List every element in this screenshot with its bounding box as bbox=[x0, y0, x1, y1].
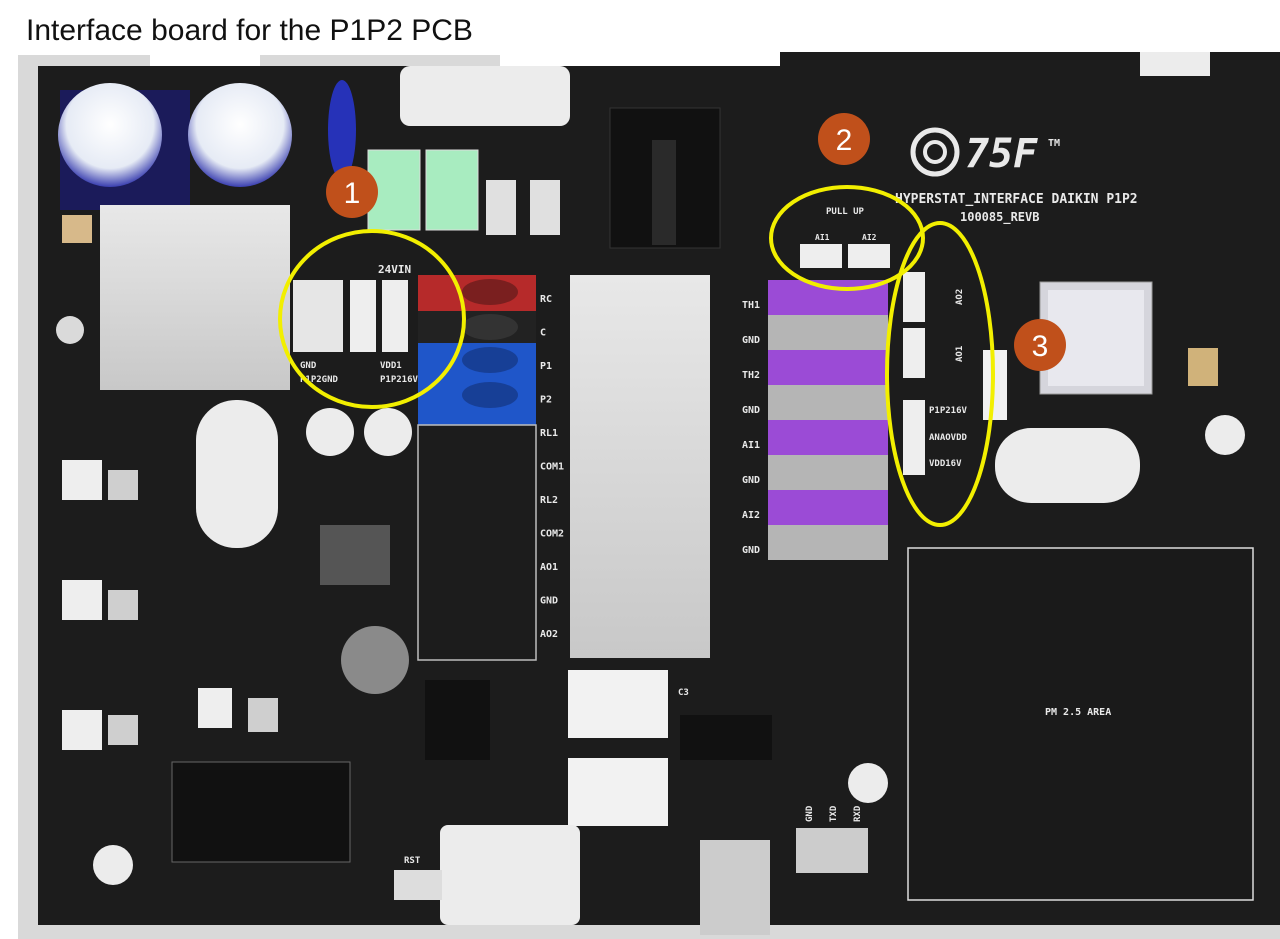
label-pullup-ai2: AI2 bbox=[862, 233, 877, 242]
highlight-pull-up bbox=[769, 185, 925, 291]
right-terminal-block bbox=[768, 280, 888, 560]
label-pullup-ai1: AI1 bbox=[815, 233, 830, 242]
right-terminal-label-7: GND bbox=[742, 545, 760, 556]
left-terminal-label-4: RL1 bbox=[540, 428, 558, 439]
svg-text:1: 1 bbox=[344, 177, 361, 210]
right-terminal-label-5: GND bbox=[742, 475, 760, 486]
mid-header-label-1: AO1 bbox=[955, 346, 965, 362]
mid-header-label-3: ANAOVDD bbox=[929, 433, 968, 443]
label-24vin: 24VIN bbox=[378, 263, 411, 276]
left-terminal-label-0: RC bbox=[540, 294, 552, 305]
brand-logo: 75F TM bbox=[910, 127, 1060, 177]
cutout-bottom bbox=[440, 825, 580, 925]
mid-header-label-2: P1P216V bbox=[929, 406, 968, 416]
pm-area-label: PM 2.5 AREA bbox=[1045, 707, 1111, 718]
brand-name: 75F bbox=[965, 131, 1038, 177]
right-terminal-label-1: GND bbox=[742, 335, 760, 346]
right-terminal-label-6: AI2 bbox=[742, 510, 760, 521]
left-terminal-label-8: AO1 bbox=[540, 562, 558, 573]
jumper-block: 24VIN GND P1P2GND VDD1 P1P216V bbox=[293, 263, 419, 385]
board-name: HYPERSTAT_INTERFACE DAIKIN P1P2 bbox=[895, 192, 1138, 207]
board-notch-top bbox=[150, 52, 260, 66]
transformer bbox=[100, 205, 290, 390]
pm-area bbox=[907, 547, 1254, 901]
uart-label-2: RXD bbox=[853, 805, 863, 822]
left-terminal-label-7: COM2 bbox=[540, 529, 564, 540]
bottom-pin-headers: RST bbox=[171, 761, 868, 935]
uart-label-0: GND bbox=[805, 805, 815, 822]
mid-headers bbox=[903, 272, 1007, 475]
pull-up-headers: PULL UP AI1 AI2 bbox=[800, 207, 890, 268]
label-p1p216v: P1P216V bbox=[380, 375, 419, 385]
label-gnd: GND bbox=[300, 361, 317, 371]
relay-2 bbox=[568, 758, 668, 826]
brand-tm: TM bbox=[1048, 138, 1060, 149]
right-terminal-label-2: TH2 bbox=[742, 370, 760, 381]
label-pull-up: PULL UP bbox=[826, 207, 865, 217]
left-terminal-label-3: P2 bbox=[540, 395, 552, 406]
callout-2: 2 bbox=[818, 113, 870, 165]
crystal bbox=[1188, 348, 1218, 386]
uart-labels: GND TXD RXD bbox=[805, 805, 863, 822]
left-terminal-label-9: GND bbox=[540, 596, 558, 607]
relay-module bbox=[570, 275, 710, 658]
cutout-left-slot bbox=[196, 400, 278, 548]
left-terminal-block bbox=[417, 275, 537, 661]
highlight-jumpers bbox=[278, 229, 466, 409]
label-rst: RST bbox=[404, 856, 421, 866]
callout-3: 3 bbox=[1014, 319, 1066, 371]
left-terminal-label-5: COM1 bbox=[540, 462, 564, 473]
board-revision: 100085_REVB bbox=[960, 210, 1039, 225]
left-terminal-label-6: RL2 bbox=[540, 495, 558, 506]
cutout-top bbox=[400, 66, 570, 126]
label-p1p2gnd: P1P2GND bbox=[300, 375, 339, 385]
label-vdd1: VDD1 bbox=[380, 361, 402, 371]
smd-components bbox=[62, 460, 490, 760]
right-terminal-label-4: AI1 bbox=[742, 440, 760, 451]
svg-text:2: 2 bbox=[836, 124, 853, 157]
right-terminal-label-3: GND bbox=[742, 405, 760, 416]
cutout-corner bbox=[1140, 52, 1210, 76]
fuses bbox=[367, 149, 560, 235]
right-terminal-label-0: TH1 bbox=[742, 300, 760, 311]
relay-1 bbox=[568, 670, 668, 738]
left-terminal-label-10: AO2 bbox=[540, 629, 558, 640]
electrolytic-capacitors bbox=[58, 80, 356, 210]
board-notch-top-right bbox=[500, 52, 780, 66]
left-terminal-label-1: C bbox=[540, 328, 546, 339]
svg-text:3: 3 bbox=[1032, 330, 1049, 363]
figure-title: Interface board for the P1P2 PCB bbox=[26, 14, 473, 47]
left-terminal-label-2: P1 bbox=[540, 361, 552, 372]
callout-1: 1 bbox=[326, 166, 378, 218]
highlight-mid-headers bbox=[885, 221, 995, 527]
mid-header-label-0: AO2 bbox=[955, 289, 965, 305]
ic-chip bbox=[680, 715, 772, 760]
highlight-ellipses bbox=[278, 185, 995, 527]
cutout-right bbox=[995, 428, 1140, 503]
uart-label-1: TXD bbox=[829, 805, 839, 822]
mid-header-label-4: VDD16V bbox=[929, 459, 962, 469]
label-c3: C3 bbox=[678, 688, 689, 698]
